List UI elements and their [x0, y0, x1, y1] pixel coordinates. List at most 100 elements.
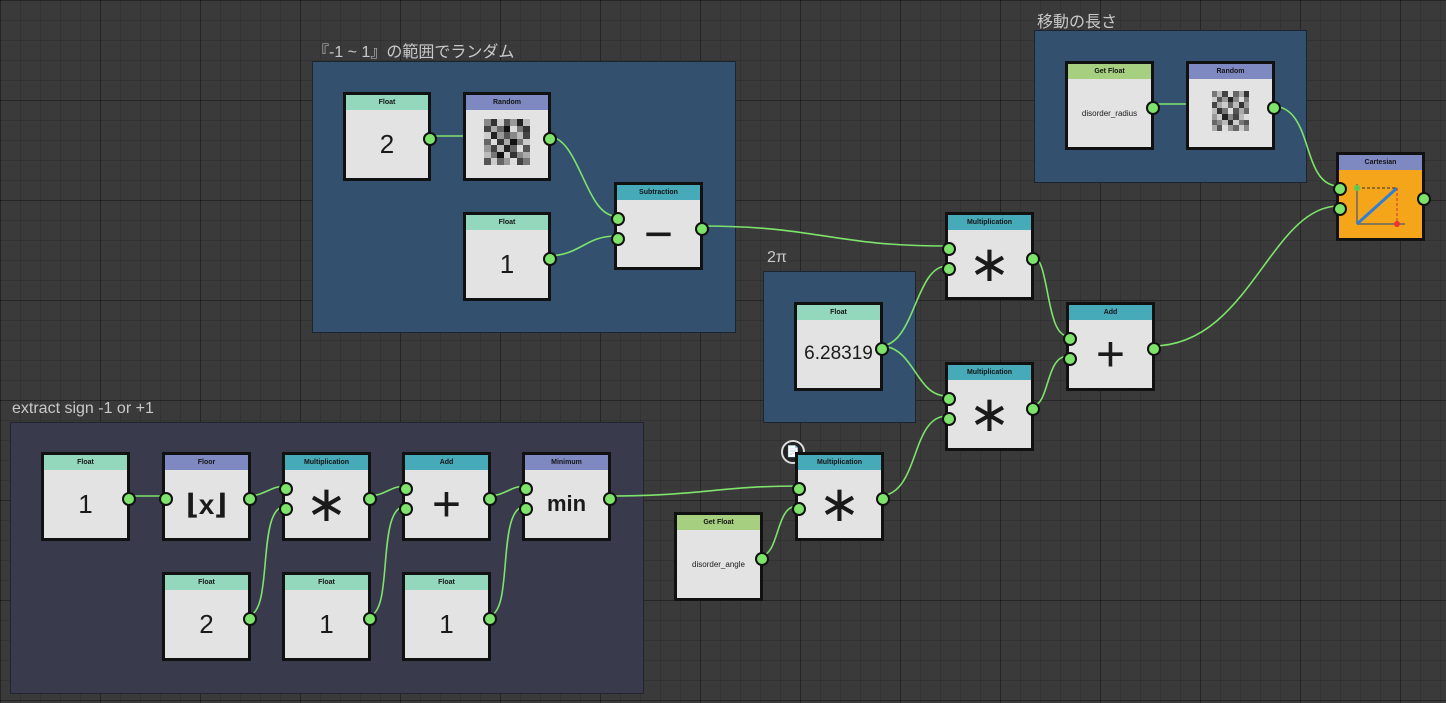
node-value[interactable]: 2 [199, 608, 214, 639]
input-port-b[interactable] [942, 262, 956, 276]
minimum-node[interactable]: Minimum min [519, 452, 617, 541]
input-port-b[interactable] [399, 502, 413, 516]
output-port[interactable] [483, 492, 497, 506]
output-port[interactable] [875, 342, 889, 356]
add-right-node[interactable]: Add + [1063, 302, 1161, 391]
variable-name[interactable]: disorder_radius [1081, 108, 1138, 118]
output-port[interactable] [1146, 101, 1160, 115]
output-port[interactable] [543, 252, 557, 266]
multiplication-bottom-node[interactable]: Multiplication ∗ [792, 452, 890, 541]
output-port[interactable] [603, 492, 617, 506]
input-port-b[interactable] [279, 502, 293, 516]
float-node-1[interactable]: Float 1 [463, 212, 557, 301]
input-port-a[interactable] [942, 242, 956, 256]
node-title: Get Float [677, 515, 760, 530]
wire-mult-mid-add [1031, 355, 1069, 407]
input-port-a[interactable] [792, 482, 806, 496]
input-port-a[interactable] [519, 482, 533, 496]
operator-symbol: − [643, 205, 674, 262]
wire-add-cartesian [1151, 205, 1340, 347]
operator-symbol: ∗ [305, 476, 348, 532]
float-node-2[interactable]: Float 2 [343, 92, 437, 181]
output-port[interactable] [543, 132, 557, 146]
node-value[interactable]: 1 [319, 608, 334, 639]
node-title: Cartesian [1339, 155, 1422, 170]
output-port[interactable] [1147, 342, 1161, 356]
input-port-angle[interactable] [1333, 202, 1347, 216]
output-port[interactable] [243, 612, 257, 626]
multiplication-mid-node[interactable]: Multiplication ∗ [942, 362, 1040, 451]
output-port[interactable] [876, 492, 890, 506]
node-title: Get Float [1068, 64, 1151, 79]
node-value[interactable]: 6.28319 [804, 343, 873, 364]
input-port-b[interactable] [792, 502, 806, 516]
wire-angle-mult-bottom [759, 505, 798, 557]
output-port[interactable] [122, 492, 136, 506]
wire-mult-bottom-mult-mid [878, 415, 948, 497]
node-title: Random [1189, 64, 1272, 79]
add-sign-node[interactable]: Add + [399, 452, 497, 541]
node-title: Float [285, 575, 368, 590]
multiplication-top-node[interactable]: Multiplication ∗ [942, 212, 1040, 300]
node-title: Float [466, 215, 548, 230]
input-port-a[interactable] [279, 482, 293, 496]
multiplication-sign-node[interactable]: Multiplication ∗ [279, 452, 377, 541]
input-port-b[interactable] [1063, 352, 1077, 366]
input-port[interactable] [159, 492, 173, 506]
node-title: Multiplication [285, 455, 368, 470]
float-node-1-sign[interactable]: Float 1 [41, 452, 136, 541]
float-node-1-bottom-b[interactable]: Float 1 [402, 572, 497, 661]
operator-symbol: + [431, 476, 462, 532]
output-port[interactable] [483, 612, 497, 626]
node-title: Random [466, 95, 548, 110]
input-port-b[interactable] [942, 412, 956, 426]
input-port-radius[interactable] [1333, 182, 1347, 196]
cartesian-graph-icon [1339, 170, 1422, 238]
output-port[interactable] [363, 612, 377, 626]
node-title: Float [346, 95, 428, 110]
node-title: Add [405, 455, 488, 470]
float-node-1-bottom-a[interactable]: Float 1 [282, 572, 377, 661]
output-port[interactable] [695, 222, 709, 236]
random-node[interactable]: Random [463, 92, 557, 181]
output-port[interactable] [1267, 101, 1281, 115]
input-port-a[interactable] [942, 392, 956, 406]
cartesian-node[interactable]: Cartesian [1333, 152, 1431, 241]
float-node-2-bottom[interactable]: Float 2 [162, 572, 257, 661]
operator-symbol: ∗ [968, 235, 1011, 292]
node-title: Minimum [525, 455, 608, 470]
wire-subtraction-mult-top [699, 225, 948, 247]
node-title: Subtraction [617, 185, 700, 200]
input-port-a[interactable] [1063, 332, 1077, 346]
node-value[interactable]: 2 [379, 128, 395, 159]
output-port[interactable] [1026, 402, 1040, 416]
floor-node[interactable]: Floor ⌊x⌋ [159, 452, 257, 541]
output-port[interactable] [755, 552, 769, 566]
output-port[interactable] [1417, 192, 1431, 206]
frame-title-random-range: 『-1 ~ 1』の範囲でランダム [313, 44, 515, 61]
output-port[interactable] [243, 492, 257, 506]
node-title: Float [165, 575, 248, 590]
noise-grid [1211, 91, 1250, 131]
node-title: Multiplication [948, 215, 1031, 230]
frame-title-two-pi: 2π [767, 249, 787, 266]
float-tau-node[interactable]: Float 6.28319 [794, 302, 889, 391]
random-radius-node[interactable]: Random [1186, 61, 1281, 150]
node-value[interactable]: 1 [499, 248, 515, 279]
output-port[interactable] [1026, 252, 1040, 266]
input-port-a[interactable] [611, 212, 625, 226]
node-value[interactable]: 1 [439, 608, 454, 639]
output-port[interactable] [363, 492, 377, 506]
subtraction-node[interactable]: Subtraction − [611, 182, 709, 270]
node-title: Floor [165, 455, 248, 470]
input-port-b[interactable] [611, 232, 625, 246]
input-port-a[interactable] [399, 482, 413, 496]
output-port[interactable] [423, 132, 437, 146]
get-float-radius-node[interactable]: Get Float disorder_radius [1065, 61, 1160, 150]
node-value[interactable]: 1 [78, 488, 93, 519]
variable-name[interactable]: disorder_angle [692, 559, 745, 569]
get-float-angle-node[interactable]: Get Float disorder_angle [674, 512, 769, 601]
input-port-b[interactable] [519, 502, 533, 516]
operator-symbol: min [546, 491, 587, 516]
node-title: Multiplication [948, 365, 1031, 380]
